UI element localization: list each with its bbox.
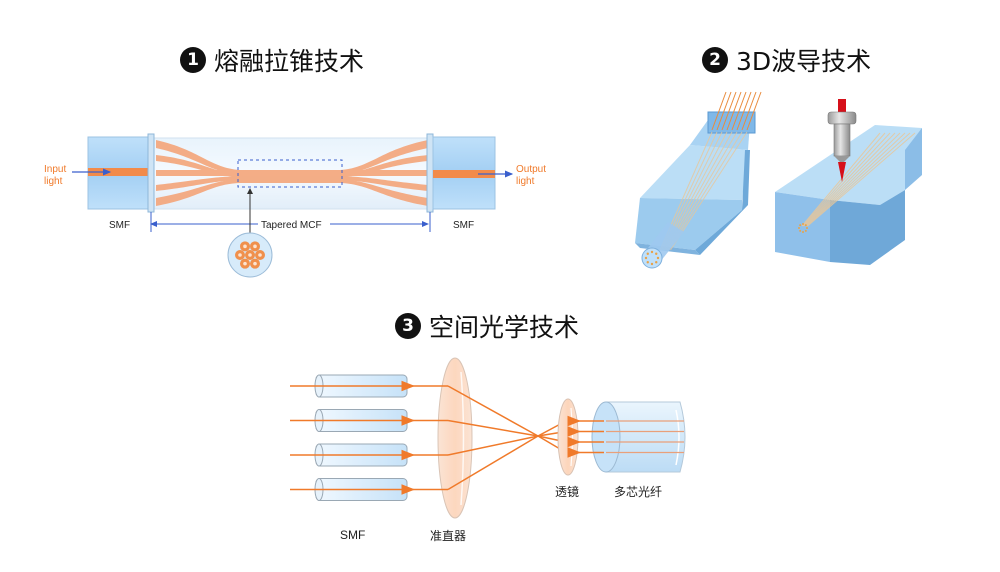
fiber-core-center bbox=[253, 261, 257, 266]
waveguide-channel bbox=[803, 132, 891, 227]
input-fiber bbox=[721, 91, 737, 131]
section-title-text: 3D波导技术 bbox=[736, 47, 872, 76]
fused-taper-diagram: Input light Output light SMF SMF Tapered… bbox=[44, 133, 546, 278]
waveguide-channel bbox=[670, 131, 748, 251]
input-fiber bbox=[716, 91, 732, 131]
fiber-core-center bbox=[243, 244, 247, 249]
collimator-label: 准直器 bbox=[430, 529, 466, 543]
collimator-lens bbox=[437, 357, 473, 519]
waveguide-channel bbox=[804, 132, 901, 227]
smf-label: SMF bbox=[340, 528, 365, 542]
left-smf-label: SMF bbox=[109, 220, 130, 231]
input-fiber bbox=[736, 91, 752, 131]
section-title-3d-waveguide: 2 3D波导技术 bbox=[702, 42, 871, 78]
fiber-bundle bbox=[156, 140, 428, 206]
core-dot bbox=[655, 252, 658, 255]
waveguide-channel bbox=[801, 132, 881, 227]
taper-waist-highlight bbox=[237, 159, 343, 188]
waveguide-channel bbox=[804, 132, 896, 227]
tapered-mcf-label: Tapered MCF bbox=[261, 220, 322, 231]
waveguide-channel bbox=[802, 132, 886, 227]
waveguide-channel bbox=[806, 132, 911, 227]
section-title-fused-taper: 1 熔融拉锥技术 bbox=[180, 42, 364, 78]
right-flange bbox=[426, 133, 434, 213]
mcf-label: 多芯光纤 bbox=[614, 485, 662, 499]
core-dot bbox=[644, 256, 648, 260]
fiber-core-center bbox=[243, 261, 247, 266]
left-flange bbox=[147, 133, 155, 213]
right-smf-core bbox=[433, 170, 495, 178]
waveguide-diagram-right bbox=[775, 99, 922, 265]
pointer-arrowhead bbox=[247, 188, 253, 194]
core-dot bbox=[646, 261, 649, 264]
waveguide-channel bbox=[805, 132, 906, 227]
input-light-label-2: light bbox=[44, 176, 63, 187]
laser-writing-nozzle-icon bbox=[827, 99, 857, 182]
core-dot bbox=[646, 252, 649, 255]
waveguide-channel bbox=[807, 132, 916, 227]
input-light-label: Input bbox=[44, 164, 66, 175]
core-dot bbox=[798, 227, 800, 229]
core-dot bbox=[656, 256, 660, 260]
free-space-optics-diagram: SMF 准直器 透镜 多芯光纤 bbox=[290, 357, 686, 543]
input-fiber bbox=[711, 91, 727, 131]
output-light-label-2: light bbox=[516, 176, 535, 187]
input-fiber bbox=[746, 91, 762, 131]
input-fiber bbox=[726, 91, 742, 131]
section-number-badge: 2 bbox=[702, 47, 728, 73]
core-dot bbox=[655, 261, 658, 264]
core-dot bbox=[802, 223, 804, 225]
right-smf-label: SMF bbox=[453, 220, 474, 231]
smf-tube bbox=[290, 374, 408, 398]
waveguide-diagram-left bbox=[635, 91, 762, 269]
smf-tube bbox=[290, 409, 408, 432]
smf-tube bbox=[290, 478, 408, 501]
section-title-text: 空间光学技术 bbox=[429, 313, 580, 342]
input-fiber bbox=[731, 91, 747, 131]
output-light-label: Output bbox=[516, 164, 546, 175]
fiber-core-center bbox=[238, 253, 242, 257]
core-dot bbox=[804, 229, 807, 232]
core-dot bbox=[804, 224, 807, 227]
core-dot bbox=[650, 250, 654, 254]
section-number-badge: 3 bbox=[395, 313, 421, 339]
core-dot bbox=[799, 224, 802, 227]
fiber-core-center bbox=[248, 253, 252, 257]
mcf-cross-section bbox=[227, 232, 273, 278]
smf-tube bbox=[290, 443, 408, 467]
section-title-free-space-optics: 3 空间光学技术 bbox=[395, 308, 579, 344]
section-number-badge: 1 bbox=[180, 47, 206, 73]
left-smf-core bbox=[88, 168, 148, 176]
lens-label: 透镜 bbox=[555, 484, 579, 499]
fiber-core-center bbox=[258, 253, 262, 257]
core-dot bbox=[802, 231, 804, 233]
focusing-lens bbox=[557, 398, 579, 476]
input-fiber bbox=[741, 91, 757, 131]
core-dot bbox=[650, 262, 654, 266]
core-dot bbox=[799, 229, 802, 232]
section-title-text: 熔融拉锥技术 bbox=[214, 47, 365, 76]
multicore-fiber bbox=[591, 401, 686, 473]
converging-ray bbox=[447, 420, 567, 491]
fiber-core-center bbox=[253, 244, 257, 249]
core-dot bbox=[806, 227, 808, 229]
